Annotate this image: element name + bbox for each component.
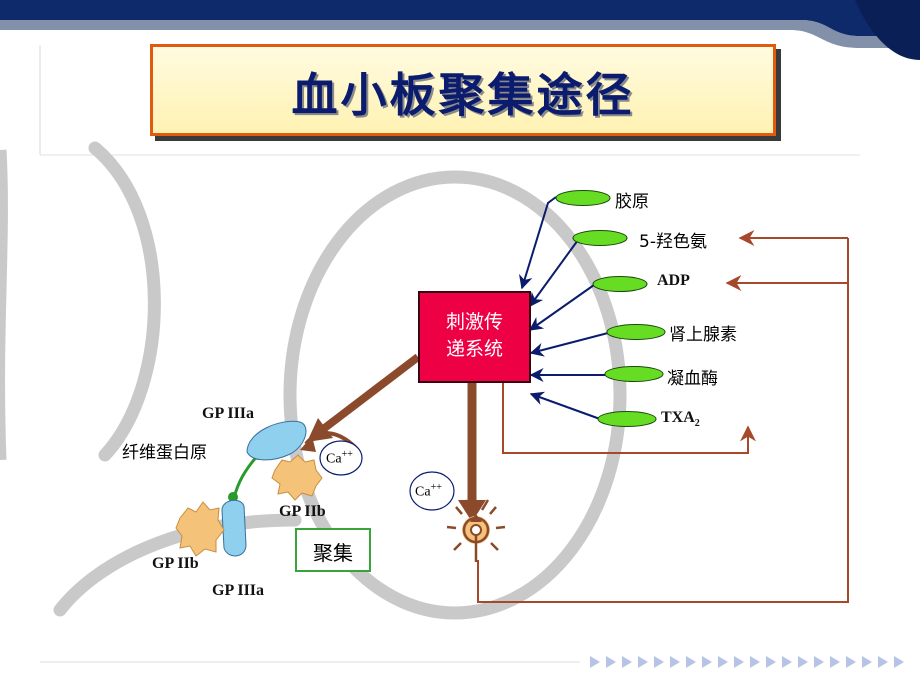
gp-iib-upper [271, 454, 323, 501]
secretion-cell-icon [446, 499, 506, 562]
calcium-circle-lower [409, 471, 455, 511]
receptor-complex [175, 420, 323, 557]
agonist-label-collagen: 胶原 [615, 192, 649, 212]
stimulus-line-2: 递系统 [445, 338, 503, 360]
page-title: 血小板聚集途径 [291, 68, 635, 122]
calcium-circle-upper [319, 440, 363, 476]
label-fibrinogen: 纤维蛋白原 [122, 443, 207, 463]
agonist-marker-txa2 [597, 411, 657, 427]
label-gp-iib-left: GP IIb [152, 555, 199, 572]
header-banner [0, 0, 920, 60]
triangle-arrow-icon-row [40, 656, 904, 668]
gp-iiia-lower [221, 499, 247, 557]
agonist-marker-epinephrine [606, 324, 666, 340]
stimulus-system-label: 刺激传 递系统 [420, 309, 529, 363]
agonist-ellipses [555, 190, 666, 427]
stimulus-system-box: 刺激传 递系统 [418, 291, 531, 383]
gp-iiia-upper [246, 420, 307, 461]
calcium-arrowhead-icon [300, 436, 316, 452]
agonist-marker-adp [592, 276, 648, 292]
label-gp-iib-right: GP IIb [279, 503, 326, 520]
title-box: 血小板聚集途径 [150, 44, 776, 136]
feedback-lines [477, 230, 849, 603]
agonist-label-serotonin: 5-羟色氨 [639, 232, 707, 252]
agonist-label-adp: ADP [657, 272, 690, 289]
agonist-arrows [518, 196, 609, 420]
agonist-marker-serotonin [572, 230, 628, 246]
background-rings [0, 141, 627, 620]
agonist-label-txa2: TXA2 [661, 409, 700, 430]
label-gp-iiia-lower: GP IIIa [212, 582, 265, 599]
agonist-marker-collagen [555, 190, 611, 206]
calcium-label-upper: Ca++ [326, 449, 353, 467]
gp-iib-lower [175, 501, 225, 557]
label-gp-iiia-upper: GP IIIa [202, 405, 255, 422]
aggregation-label: 聚集 [313, 541, 353, 565]
calcium-label-lower: Ca++ [415, 482, 442, 500]
agonist-label-thrombin: 凝血酶 [667, 369, 718, 389]
agonist-label-epinephrine: 肾上腺素 [669, 325, 737, 345]
aggregation-box: 聚集 [295, 528, 371, 572]
agonist-marker-thrombin [604, 366, 664, 382]
stimulus-line-1: 刺激传 [445, 311, 503, 333]
